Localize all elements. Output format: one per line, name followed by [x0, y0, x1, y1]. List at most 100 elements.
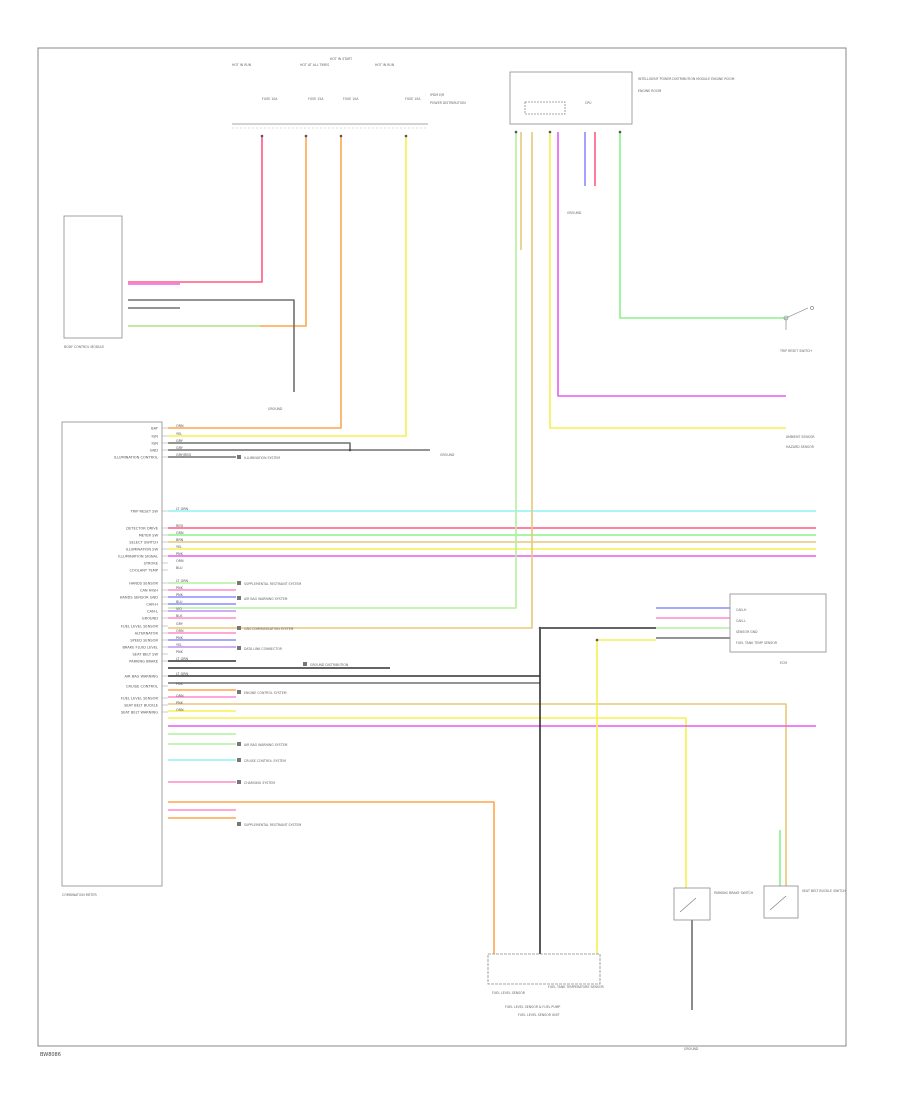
meter-wire-code: PNK	[176, 593, 184, 597]
meter-ign-wire	[168, 136, 407, 437]
ground-label-ipdm: GROUND	[567, 211, 582, 215]
splice-point	[618, 130, 622, 134]
splice-point	[260, 134, 264, 138]
combination-meter-title: COMBINATION METER	[62, 893, 97, 897]
ipdm-sub-label: ENGINE ROOM	[638, 89, 661, 93]
ambient-yellow-wire	[549, 132, 786, 429]
meter-wire-code: ORN	[176, 629, 184, 633]
meter-wire-code: PNK	[176, 636, 184, 640]
connector-marker	[237, 690, 241, 694]
annotation-canbus: CAN COMMUNICATION SYSTEM	[244, 627, 294, 631]
meter-wire-code: BLK	[176, 614, 183, 618]
meter-wire-code: GRY	[176, 439, 184, 443]
annotation-supp3: SUPPLEMENTAL RESTRAINT SYSTEM	[244, 823, 302, 827]
meter-wire-code: GRY	[176, 446, 184, 450]
meter-wire-code: GRY/RED	[176, 453, 191, 457]
meter-wire-code: PNK	[176, 552, 184, 556]
meter-pin-label: SELECT SWITCH	[129, 540, 158, 544]
meter-wire-code: GRN	[176, 531, 184, 535]
meter-wire-code: BLU	[176, 566, 183, 570]
meter-pin-label: ALTERNATOR	[135, 631, 159, 635]
ipdm-label: INTELLIGENT POWER DISTRIBUTION MODULE EN…	[638, 77, 735, 81]
meter-pin-label: SEAT BELT WARNING	[121, 710, 158, 714]
meter-pin-label: IGN	[151, 434, 158, 438]
meter-wire-code: ORN	[176, 694, 184, 698]
fuel-sub-2: FUEL TANK TEMPERATURE SENSOR	[548, 985, 604, 989]
connector-marker	[237, 581, 241, 585]
ambient-magenta-wire	[557, 132, 786, 397]
meter-pin-label: ILLUMINATION SIGNAL	[118, 554, 158, 558]
diagram-frame	[37, 47, 847, 1047]
ambient-sensor-label: AMBIENT SENSOR	[786, 435, 815, 439]
connector-marker	[237, 626, 241, 630]
annotation-supp1: SUPPLEMENTAL RESTRAINT SYSTEM	[244, 582, 302, 586]
connector-marker	[237, 780, 241, 784]
connector-marker	[237, 646, 241, 650]
combination-meter: COMBINATION METER BAT ORN IGN YEL IGN GRY GND G…	[61, 421, 191, 897]
meter-pin-label: TRIP RESET SW	[129, 509, 158, 513]
connector-marker	[303, 662, 307, 666]
splice-point	[595, 638, 599, 642]
meter-pin-label: STROKE	[144, 561, 159, 565]
ipdm-module: CPU INTELLIGENT POWER DISTRIBUTION MODUL…	[509, 71, 735, 215]
meter-pin-label: HANDS SENSOR	[129, 581, 158, 585]
meter-pin-label: GND	[150, 448, 158, 452]
fuel-sub-1: FUEL LEVEL SENSOR	[492, 991, 526, 995]
meter-wire-code: YEL	[176, 643, 182, 647]
fuse-box: HOT IN RUN HOT AT ALL TIMES HOT IN START…	[232, 57, 466, 129]
splice-point	[339, 134, 343, 138]
ecm-pin-4: FUEL TANK TEMP SENSOR	[736, 641, 778, 645]
meter-pin-label: HANDS SENSOR GND	[120, 595, 159, 599]
splice-point	[304, 134, 308, 138]
fuel-level-wire	[168, 801, 495, 954]
bcm-power-wire	[128, 136, 263, 283]
fuse-name-1: FUSE 10A	[262, 97, 278, 101]
meter-pin-label: FUEL LEVEL SENSOR	[121, 624, 159, 628]
trip-switch-wire	[619, 132, 786, 319]
connector-marker	[237, 822, 241, 826]
ipdm-inner-label: CPU	[585, 101, 592, 105]
annotation-data-link: DATA LINK CONNECTOR	[244, 647, 283, 651]
splice-point	[514, 130, 518, 134]
fuse-side-note: POWER DISTRIBUTION	[430, 101, 466, 105]
bcm-ign-wire	[128, 136, 307, 327]
ground-label-left: GROUND	[268, 407, 283, 411]
trip-reset-switch: TRIP RESET SWITCH	[779, 306, 814, 353]
meter-pin-label: IGN	[151, 441, 158, 445]
fuse-label-2: HOT AT ALL TIMES	[300, 63, 329, 67]
meter-wire-code: YEL	[176, 432, 182, 436]
ecm-module: CAN-H CAN-L SENSOR GND FUEL TANK TEMP SE…	[729, 593, 827, 665]
meter-wire-code: ORN	[176, 708, 184, 712]
meter-pin-label: CAN-H	[146, 602, 158, 606]
annotations: ILLUMINATION SYSTEM SUPPLEMENTAL RESTRAIN…	[237, 455, 349, 827]
ecm-caption: ECM	[780, 661, 787, 665]
fuse-name-3: FUSE 10A	[343, 97, 359, 101]
brake-switch-label: PARKING BRAKE SWITCH	[714, 891, 754, 895]
ground-label-mid: GROUND	[440, 453, 455, 457]
meter-wire-code: LT GRN	[176, 507, 189, 511]
bcm-label: BODY CONTROL MODULE	[64, 345, 104, 349]
wires-layer	[128, 130, 816, 1010]
meter-pin-label: FUEL LEVEL SENSOR	[121, 696, 159, 700]
ipdm-tan2-wire	[168, 132, 533, 629]
fuse-label-4: HOT IN RUN	[375, 63, 395, 67]
meter-pin-label: COOLANT TEMP	[130, 568, 159, 572]
meter-pin-label: CRUISE CONTROL	[126, 684, 158, 688]
fuse-label-3: HOT IN START	[330, 57, 352, 61]
connector-marker	[237, 742, 241, 746]
annotation-illum: ILLUMINATION SYSTEM	[244, 456, 280, 460]
fuse-label-1: HOT IN RUN	[232, 63, 252, 67]
splice-point	[548, 130, 552, 134]
parking-brake-switch: PARKING BRAKE SWITCH GROUND	[673, 887, 754, 1051]
meter-wire-code: ORN	[176, 559, 184, 563]
ipdm-green-wire	[168, 132, 517, 609]
meter-wire-code: VIO	[176, 607, 182, 611]
meter-pin-label: BAT	[151, 426, 159, 430]
meter-pin-label: SEAT BELT SW	[133, 652, 159, 656]
seatbelt-wire	[168, 703, 787, 886]
hazard-sensor-label: HAZARD SENSOR	[786, 445, 815, 449]
meter-wire-code: BLU	[176, 600, 183, 604]
seatbelt-switch-label: SEAT BELT BUCKLE SWITCH	[802, 889, 846, 893]
ecm-pin-1: CAN-H	[736, 608, 747, 612]
